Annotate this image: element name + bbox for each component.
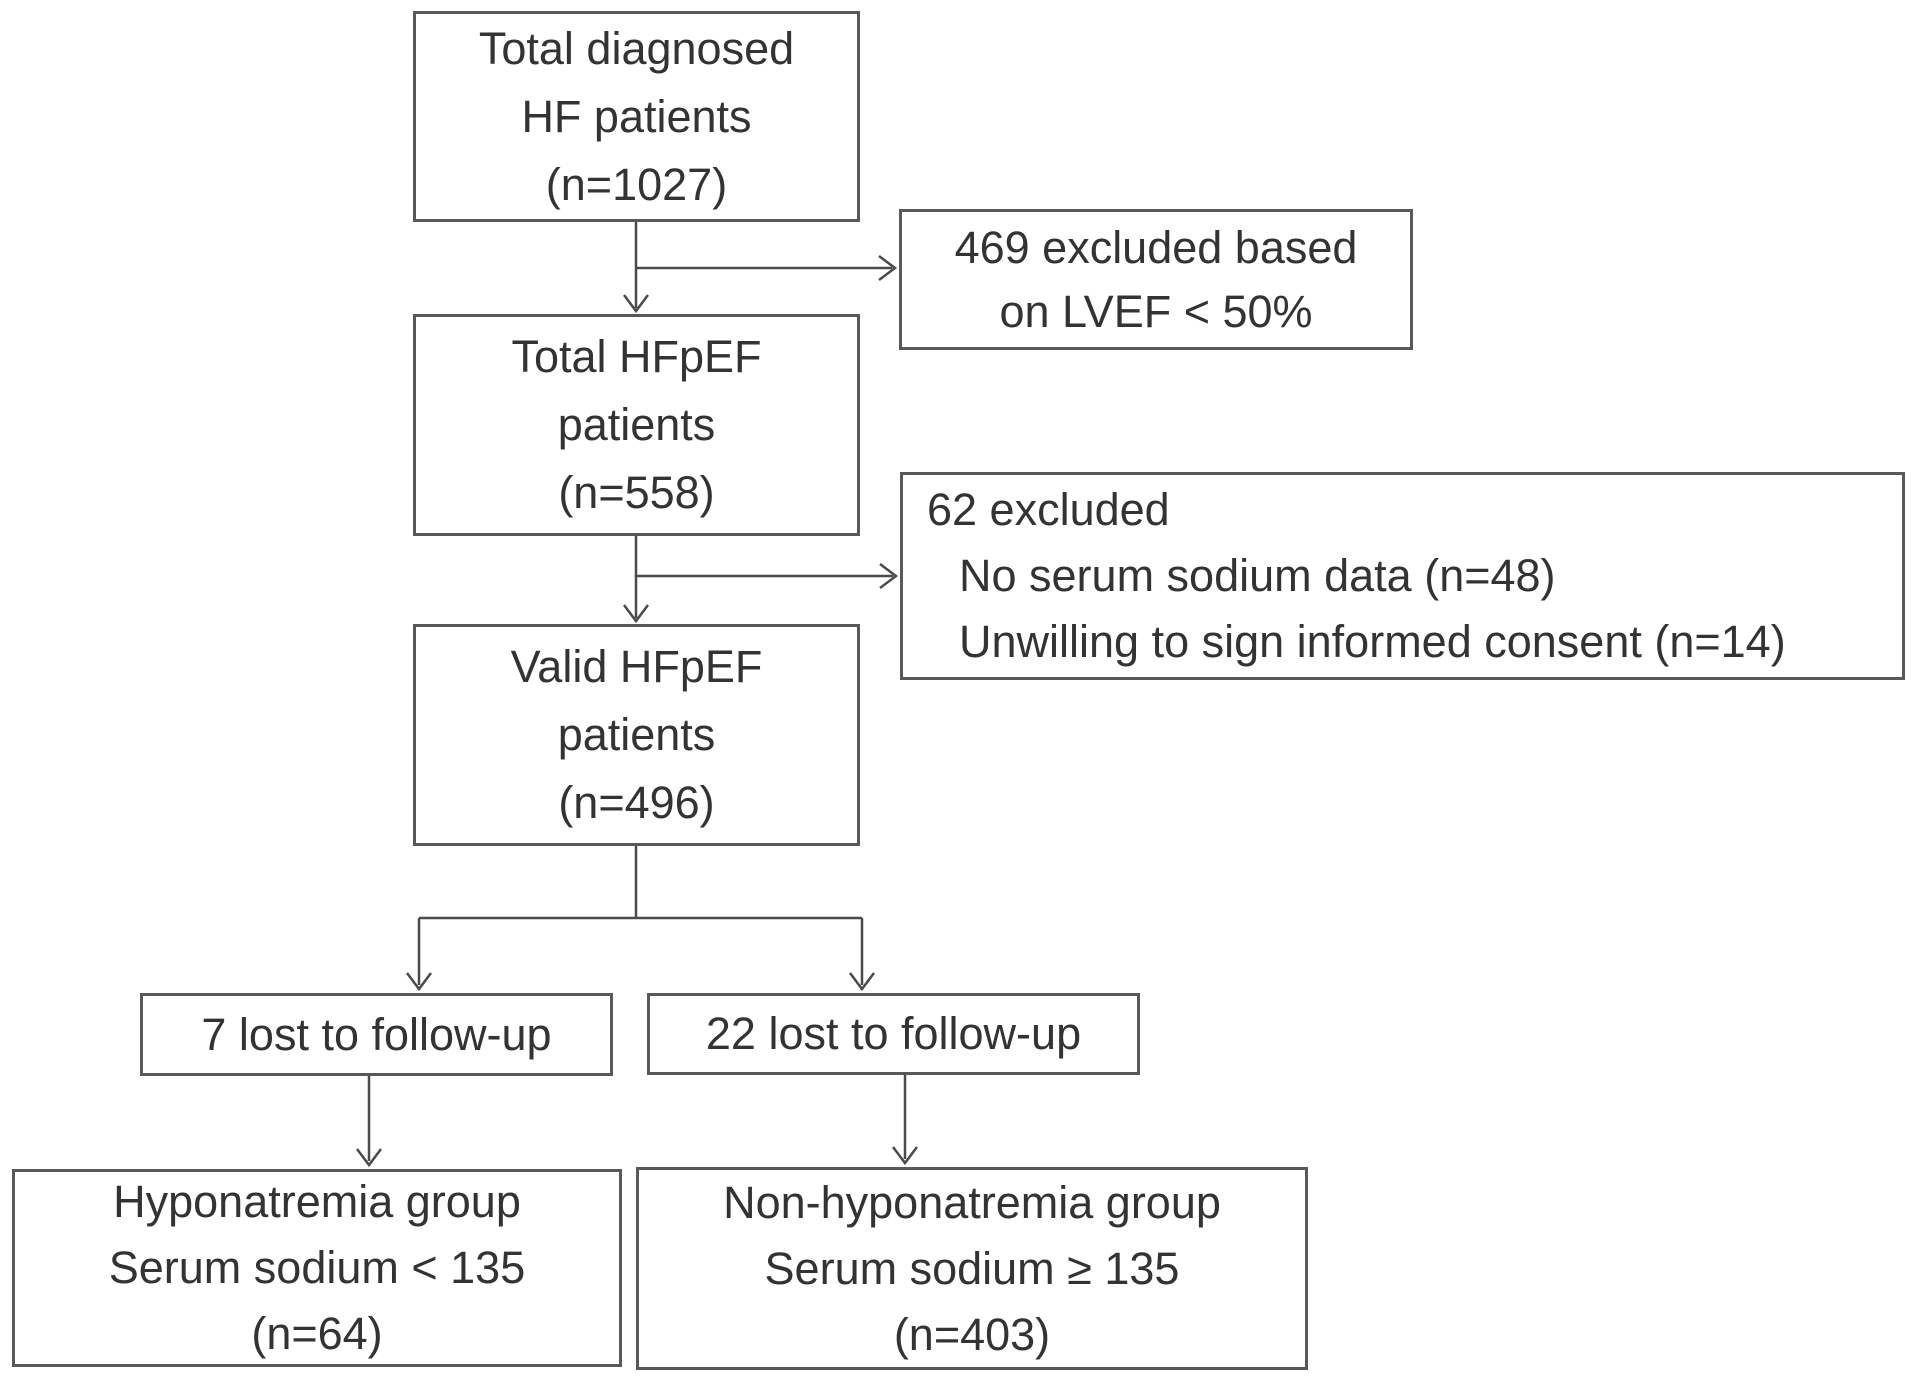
node-line: HF patients bbox=[521, 90, 752, 142]
node-line: 469 excluded based bbox=[954, 221, 1358, 273]
node-line: (n=496) bbox=[558, 777, 715, 828]
arrow-down-icon bbox=[356, 1148, 382, 1168]
node-line: patients bbox=[557, 399, 716, 450]
node-total-hfpef-patients: Total HFpEF patients (n=558) bbox=[413, 314, 860, 536]
node-lost-followup-left: 7 lost to follow-up bbox=[140, 993, 613, 1076]
node-line: patients bbox=[557, 709, 716, 760]
node-valid-hfpef-patients: Valid HFpEF patients (n=496) bbox=[413, 624, 860, 846]
arrow-down-icon bbox=[892, 1146, 918, 1166]
node-line: (n=558) bbox=[558, 467, 715, 518]
arrow-down-icon bbox=[406, 972, 432, 992]
node-non-hyponatremia-group: Non-hyponatremia group Serum sodium ≥ 13… bbox=[636, 1167, 1308, 1370]
arrow-down-icon bbox=[623, 604, 649, 624]
node-excluded-lvef: 469 excluded based on LVEF < 50% bbox=[899, 209, 1413, 350]
node-line: Valid HFpEF bbox=[510, 641, 763, 692]
arrow-right-icon bbox=[878, 255, 898, 281]
node-line: Total HFpEF bbox=[511, 331, 762, 382]
node-line: Unwilling to sign informed consent (n=14… bbox=[959, 616, 1786, 667]
arrow-down-icon bbox=[623, 294, 649, 314]
node-lost-followup-right: 22 lost to follow-up bbox=[647, 993, 1140, 1075]
node-line: No serum sodium data (n=48) bbox=[959, 550, 1556, 601]
node-line: (n=1027) bbox=[545, 158, 728, 210]
node-total-hf-patients: Total diagnosed HF patients (n=1027) bbox=[413, 11, 860, 222]
node-line: on LVEF < 50% bbox=[999, 285, 1313, 337]
node-line: 22 lost to follow-up bbox=[705, 1008, 1082, 1059]
node-line: (n=403) bbox=[893, 1308, 1051, 1360]
node-line: (n=64) bbox=[251, 1308, 383, 1359]
arrow-right-icon bbox=[879, 563, 899, 589]
arrow-down-icon bbox=[849, 972, 875, 992]
node-heading: 62 excluded bbox=[927, 484, 1170, 535]
node-line: Total diagnosed bbox=[478, 22, 795, 74]
node-line: Serum sodium ≥ 135 bbox=[764, 1242, 1180, 1294]
node-line: 7 lost to follow-up bbox=[201, 1008, 552, 1060]
node-line: Serum sodium < 135 bbox=[108, 1242, 526, 1293]
node-line: Non-hyponatremia group bbox=[723, 1176, 1221, 1228]
node-hyponatremia-group: Hyponatremia group Serum sodium < 135 (n… bbox=[12, 1169, 622, 1367]
node-excluded-62: 62 excluded No serum sodium data (n=48) … bbox=[900, 472, 1905, 680]
node-line: Hyponatremia group bbox=[113, 1176, 521, 1227]
